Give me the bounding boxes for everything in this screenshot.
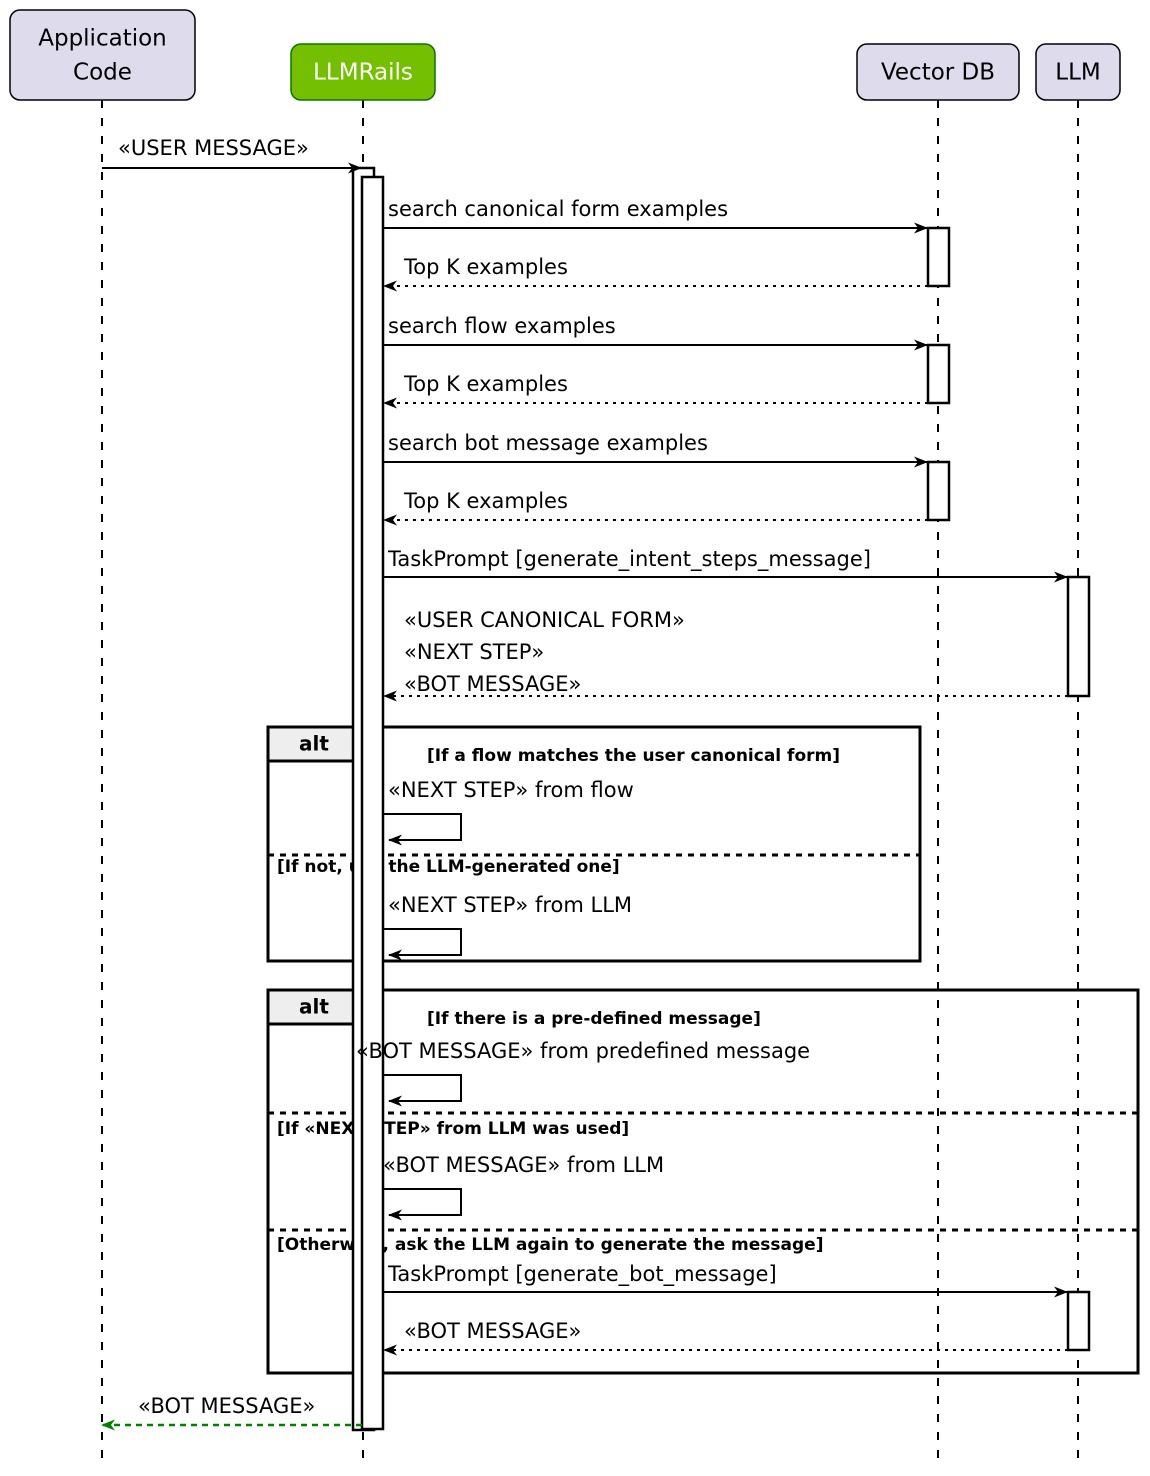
activation-a-llmrails-nest bbox=[360, 175, 385, 1431]
participant-label: LLM bbox=[1055, 60, 1100, 86]
message-label-m2: search canonical form examples bbox=[388, 197, 728, 221]
response-line-0: «USER CANONICAL FORM» bbox=[404, 608, 685, 632]
self-message-label-s2: «NEXT STEP» from LLM bbox=[388, 893, 632, 917]
labels-layer: «USER MESSAGE» search canonical form exam… bbox=[118, 136, 871, 1418]
message-label-m16: «BOT MESSAGE» bbox=[138, 1394, 315, 1418]
activation-a-llm-1 bbox=[1066, 575, 1091, 698]
response-line-1: «NEXT STEP» bbox=[404, 640, 544, 664]
self-message-label-s1: «NEXT STEP» from flow bbox=[388, 778, 634, 802]
participant-llmrails[interactable]: LLMRails bbox=[290, 43, 436, 101]
participant-label: Code bbox=[73, 60, 132, 86]
fragment-guard: [If a flow matches the user canonical fo… bbox=[427, 746, 840, 766]
message-label-m14: TaskPrompt [generate_bot_message] bbox=[387, 1262, 777, 1287]
participant-llm[interactable]: LLM bbox=[1035, 43, 1121, 101]
participant-vectordb[interactable]: Vector DB bbox=[856, 43, 1020, 101]
self-message-s3 bbox=[383, 1074, 462, 1107]
fragment-divider-guard-0: [If «NEXT STEP» from LLM was used] bbox=[277, 1119, 629, 1139]
participant-box[interactable] bbox=[1035, 43, 1121, 101]
messages-layer bbox=[101, 162, 1068, 1431]
fragment-operator: alt bbox=[299, 732, 329, 756]
participant-box[interactable] bbox=[856, 43, 1020, 101]
message-label-m7: Top K examples bbox=[403, 489, 568, 513]
self-message-s4 bbox=[383, 1188, 462, 1221]
activation-a-vdb-1 bbox=[926, 226, 951, 288]
fragment-guard: [If there is a pre-defined message] bbox=[427, 1009, 761, 1029]
self-message-s2 bbox=[383, 928, 462, 961]
fragment-divider-guard-0: [If not, use the LLM-generated one] bbox=[277, 857, 620, 877]
message-label-m5: Top K examples bbox=[403, 372, 568, 396]
activation-a-llm-2 bbox=[1066, 1290, 1091, 1352]
fragment-operator: alt bbox=[299, 995, 329, 1019]
self-message-path bbox=[383, 1074, 462, 1107]
fragment-divider-guard-1: [Otherwise, ask the LLM again to generat… bbox=[277, 1235, 823, 1255]
self-message-path bbox=[383, 928, 462, 961]
participant-box[interactable] bbox=[290, 43, 436, 101]
message-label-m6: search bot message examples bbox=[388, 431, 708, 455]
response-line-2: «BOT MESSAGE» bbox=[404, 672, 581, 696]
fragment-border bbox=[266, 988, 1140, 1375]
activation-a-vdb-3 bbox=[926, 460, 951, 522]
self-message-label-s4: «BOT MESSAGE» from LLM bbox=[383, 1153, 664, 1177]
activation-a-vdb-2 bbox=[926, 343, 951, 405]
message-label-m4: search flow examples bbox=[388, 314, 616, 338]
message-label-m3: Top K examples bbox=[403, 255, 568, 279]
participant-label: LLMRails bbox=[313, 60, 413, 86]
participant-box[interactable] bbox=[9, 9, 196, 101]
participant-label: Application bbox=[38, 25, 167, 51]
self-message-path bbox=[383, 1188, 462, 1221]
fragment-border bbox=[266, 725, 922, 963]
message-label-m8: TaskPrompt [generate_intent_steps_messag… bbox=[387, 547, 871, 572]
self-message-label-s3: «BOT MESSAGE» from predefined message bbox=[356, 1039, 810, 1063]
participant-label: Vector DB bbox=[881, 60, 995, 86]
self-message-s1 bbox=[383, 813, 462, 846]
message-label-m1: «USER MESSAGE» bbox=[118, 136, 309, 160]
self-message-path bbox=[383, 813, 462, 846]
message-label-m15: «BOT MESSAGE» bbox=[404, 1319, 581, 1343]
activations-layer bbox=[351, 166, 1091, 1432]
